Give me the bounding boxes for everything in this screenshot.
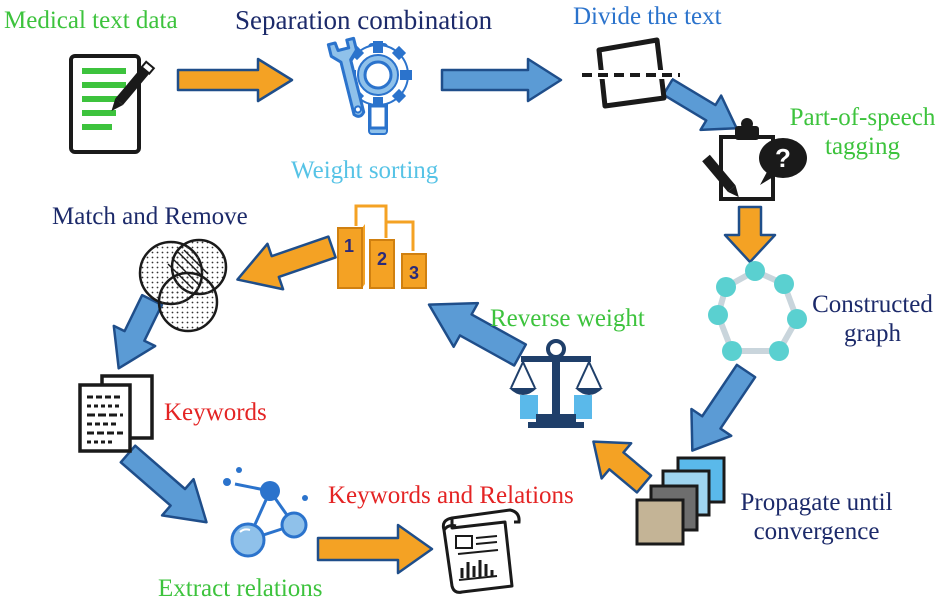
label-extract-relations: Extract relations [158, 575, 323, 602]
arrow-extract-to-report [316, 523, 434, 575]
ranking-podium-icon [337, 204, 427, 289]
label-keywords-and-relations: Keywords and Relations [328, 482, 574, 509]
arrow-separation-to-divide [440, 57, 563, 103]
arrow-divide-to-pos [662, 78, 738, 132]
document-pencil-icon [69, 54, 156, 154]
label-propagate-until-convergence: Propagate until convergence [724, 488, 909, 546]
label-reverse-weight: Reverse weight [490, 305, 645, 332]
arrow-pos-to-graph [723, 205, 777, 264]
label-weight-sorting: Weight sorting [291, 157, 439, 184]
label-keywords: Keywords [164, 399, 267, 426]
label-graph-line2: graph [844, 320, 901, 347]
text-pages-icon [78, 374, 154, 453]
podium-rank-2: 2 [377, 249, 388, 269]
arrow-sorting-to-match [236, 235, 337, 291]
label-part-of-speech-tagging: Part-of-speech tagging [780, 103, 945, 161]
label-constructed-graph: Constructed graph [800, 290, 945, 348]
wrench-gear-icon [326, 36, 412, 135]
podium-rank-3: 3 [409, 263, 420, 283]
label-graph-line1: Constructed [812, 291, 933, 318]
balance-scale-icon [509, 339, 603, 428]
svg-text:?: ? [775, 143, 791, 173]
arrow-keywords-to-extract [119, 444, 208, 524]
clipboard-question-icon: ? [702, 118, 807, 201]
report-scroll-icon [441, 508, 521, 594]
node-graph-icon [708, 261, 807, 361]
label-separation-combination: Separation combination [235, 5, 493, 35]
label-pos-line2: tagging [825, 133, 900, 160]
label-propagate-line2: convergence [753, 518, 880, 545]
label-divide-the-text: Divide the text [573, 3, 722, 30]
molecule-network-icon [223, 467, 308, 558]
label-match-and-remove: Match and Remove [52, 203, 248, 230]
arrow-match-to-keywords [112, 293, 164, 370]
cut-square-icon [582, 37, 680, 109]
stacked-layers-icon [635, 456, 726, 546]
podium-rank-1: 1 [344, 236, 355, 256]
arrow-text-to-separation [176, 57, 294, 103]
label-propagate-line1: Propagate until [740, 489, 893, 516]
label-medical-text-data: Medical text data [4, 7, 178, 34]
venn-circles-icon [138, 238, 228, 333]
label-pos-line1: Part-of-speech [789, 104, 936, 131]
arrow-reverse-to-sorting [427, 301, 528, 367]
arrow-graph-to-propagate [690, 363, 757, 452]
arrow-propagate-to-reverse [592, 440, 653, 494]
